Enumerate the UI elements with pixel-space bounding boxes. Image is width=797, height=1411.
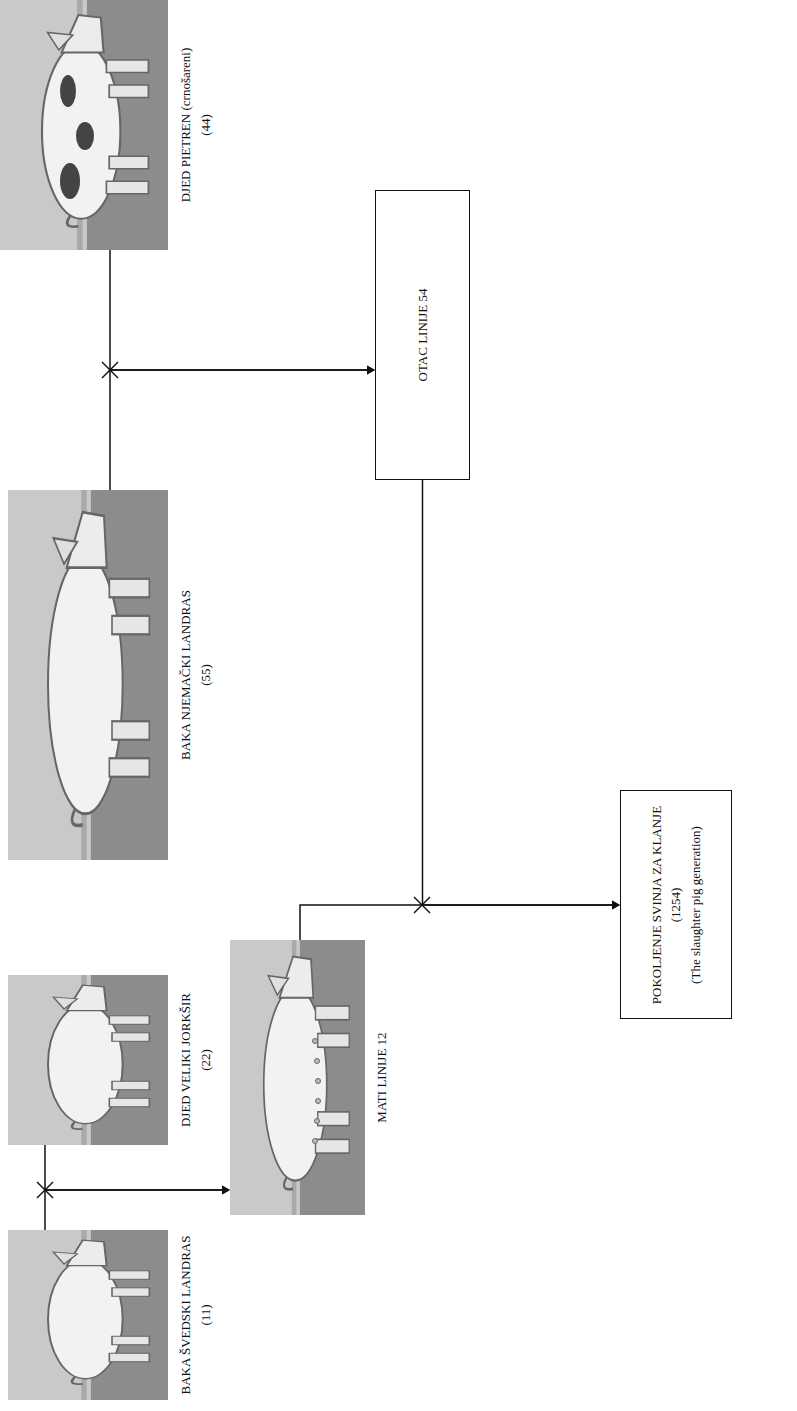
connector-arrow xyxy=(300,905,613,940)
connector-arrow xyxy=(110,370,368,490)
arrow-head xyxy=(612,901,620,910)
parent-line-node: MATI LINIJE 12 xyxy=(230,940,392,1215)
grandparent-node: BAKA NJEMAČKI LANDRAS(55) xyxy=(8,490,215,860)
teats xyxy=(313,1039,321,1144)
cross-marks xyxy=(37,362,430,1198)
node-label: POKOLJENJE SVINJA ZA KLANJE xyxy=(647,806,667,1004)
grandparent-node: DJED PIETREN (crnošareni)(44) xyxy=(0,0,215,250)
node-label: BAKA ŠVEDSKI LANDRAS xyxy=(176,1236,196,1395)
node-label: DJED VELIKI JORKŠIR xyxy=(176,993,196,1127)
node-code: (The slaughter pig generation) xyxy=(686,826,706,984)
node-code: (44) xyxy=(196,114,216,136)
arrow-head xyxy=(612,901,620,910)
process-box: OTAC LINIJE 54 xyxy=(375,190,470,480)
node-label: OTAC LINIJE 54 xyxy=(413,289,433,382)
swedish-landrace-photo xyxy=(8,1230,168,1400)
arrow-head xyxy=(367,366,375,375)
grandparent-node: BAKA ŠVEDSKI LANDRAS(11) xyxy=(8,1230,215,1400)
yorkshire-photo xyxy=(8,975,168,1145)
connector-arrow xyxy=(423,480,614,905)
pietrain-spots xyxy=(60,75,94,199)
result-box: POKOLJENJE SVINJA ZA KLANJE(1254)(The sl… xyxy=(620,791,732,1020)
node-label: DJED PIETREN (crnošareni) xyxy=(176,48,196,203)
node-code: (55) xyxy=(196,664,216,686)
german-landrace-photo xyxy=(8,490,168,860)
arrow-head xyxy=(222,1186,230,1195)
connector-arrow xyxy=(45,1190,223,1230)
mother-line-photo xyxy=(230,940,365,1215)
arrow-head xyxy=(222,1186,230,1195)
pietrain-photo xyxy=(0,0,168,250)
node-label: MATI LINIJE 12 xyxy=(372,1032,392,1122)
connector-arrow xyxy=(110,250,368,370)
connector-arrow xyxy=(45,1145,223,1190)
node-label: BAKA NJEMAČKI LANDRAS xyxy=(176,590,196,760)
grandparent-node: DJED VELIKI JORKŠIR(22) xyxy=(8,975,215,1145)
arrow-head xyxy=(367,366,375,375)
node-code: (1254) xyxy=(666,888,686,923)
node-code: (22) xyxy=(196,1049,216,1071)
node-code: (11) xyxy=(196,1304,216,1325)
